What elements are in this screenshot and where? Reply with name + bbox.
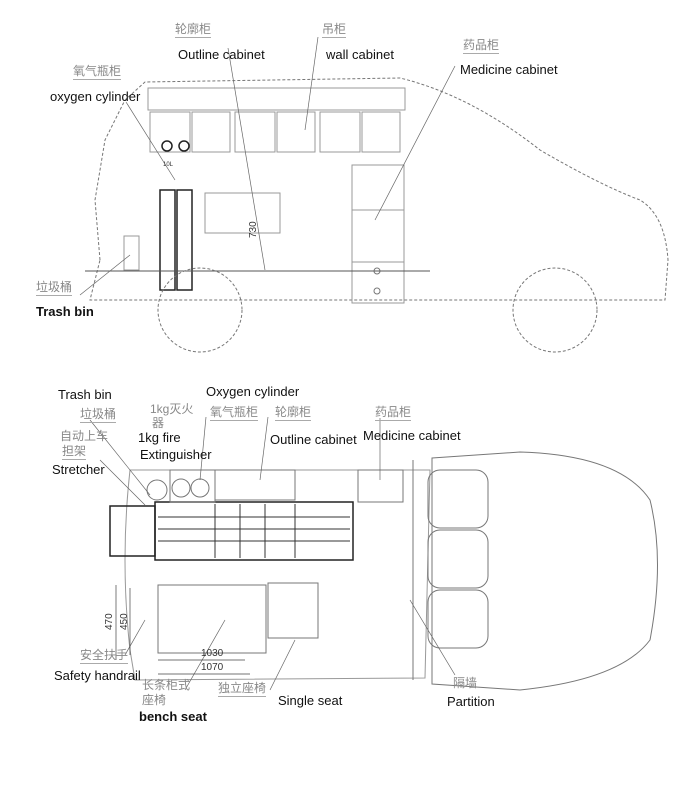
single-seat — [267, 582, 319, 639]
medicine-cabinet-top — [357, 469, 404, 503]
bench-seat-cn-label-1: 长条柜式 — [142, 678, 191, 692]
dimension-730: 730 — [248, 221, 259, 238]
medicine-cabinet-cn-label: 药品柜 — [463, 38, 500, 54]
single-seat-cn-label: 独立座椅 — [218, 681, 267, 697]
outline-cabinet — [204, 192, 281, 234]
stretcher-cn-label-2: 担架 — [62, 444, 87, 460]
medicine-cabinet-label: Medicine cabinet — [460, 62, 558, 77]
outline-cabinet-label: Outline cabinet — [178, 47, 265, 62]
oxygen-cabinet-top — [169, 469, 216, 503]
front-seats — [427, 469, 489, 649]
outline-cabinet-top-cn-label: 轮廓柜 — [275, 405, 312, 421]
medicine-cabinet-top-label: Medicine cabinet — [363, 428, 461, 443]
trash-bin-top-cn-label: 垃圾桶 — [80, 407, 117, 423]
extinguisher-label-1: 1kg fire — [138, 430, 181, 445]
bench-seat-cn-label-2: 座椅 — [142, 693, 167, 707]
side-view-van — [79, 36, 669, 353]
oxygen-cylinder-top-cn-label: 氧气瓶柜 — [210, 405, 259, 421]
medicine-cabinet-top-cn-label: 药品柜 — [375, 405, 412, 421]
extinguisher-cn-label-2: 器 — [152, 416, 165, 430]
outline-cabinet-top-label: Outline cabinet — [270, 432, 357, 447]
extinguisher-label-2: Extinguisher — [140, 447, 212, 462]
trash-bin-cn-label: 垃圾桶 — [36, 280, 73, 296]
wall-cabinet-cn-label: 吊柜 — [322, 22, 347, 38]
trash-bin-top — [146, 479, 168, 501]
dimension-1070: 1070 — [201, 662, 224, 673]
stretcher-cn-label-1: 自动上车 — [60, 429, 109, 443]
dimension-470: 470 — [104, 613, 115, 630]
extinguisher-cn-label-1: 1kg灭火 — [150, 402, 194, 416]
oxygen-cylinder-cn-label: 氧气瓶柜 — [73, 64, 122, 80]
handrail-label: Safety handrail — [54, 668, 141, 683]
partition-label: Partition — [447, 694, 495, 709]
cylinder-label: 10L — [163, 162, 174, 168]
trash-bin-label: Trash bin — [36, 304, 94, 319]
partition-cn-label: 隔墙 — [453, 676, 478, 690]
bench-seat — [157, 584, 267, 654]
oxygen-cylinder-top-label: Oxygen cylinder — [206, 384, 300, 399]
dimension-1030: 1030 — [201, 648, 224, 659]
trash-bin-side — [123, 235, 140, 271]
handrail-cn-label: 安全扶手 — [80, 648, 129, 664]
stretcher — [154, 501, 354, 561]
bench-seat-label: bench seat — [139, 709, 207, 724]
dimension-450: 450 — [119, 613, 130, 630]
oxygen-cylinders — [159, 140, 193, 291]
wall-cabinet-label: wall cabinet — [326, 47, 394, 62]
oxygen-cylinder-label: oxygen cylinder — [50, 89, 141, 104]
stretcher-label: Stretcher — [52, 462, 105, 477]
outline-cabinet-cn-label: 轮廓柜 — [175, 22, 212, 38]
top-view-van — [89, 416, 658, 691]
trash-bin-top-label: Trash bin — [58, 387, 112, 402]
wall-cabinet — [149, 111, 401, 153]
single-seat-label: Single seat — [278, 693, 343, 708]
medicine-cabinet — [351, 164, 405, 304]
